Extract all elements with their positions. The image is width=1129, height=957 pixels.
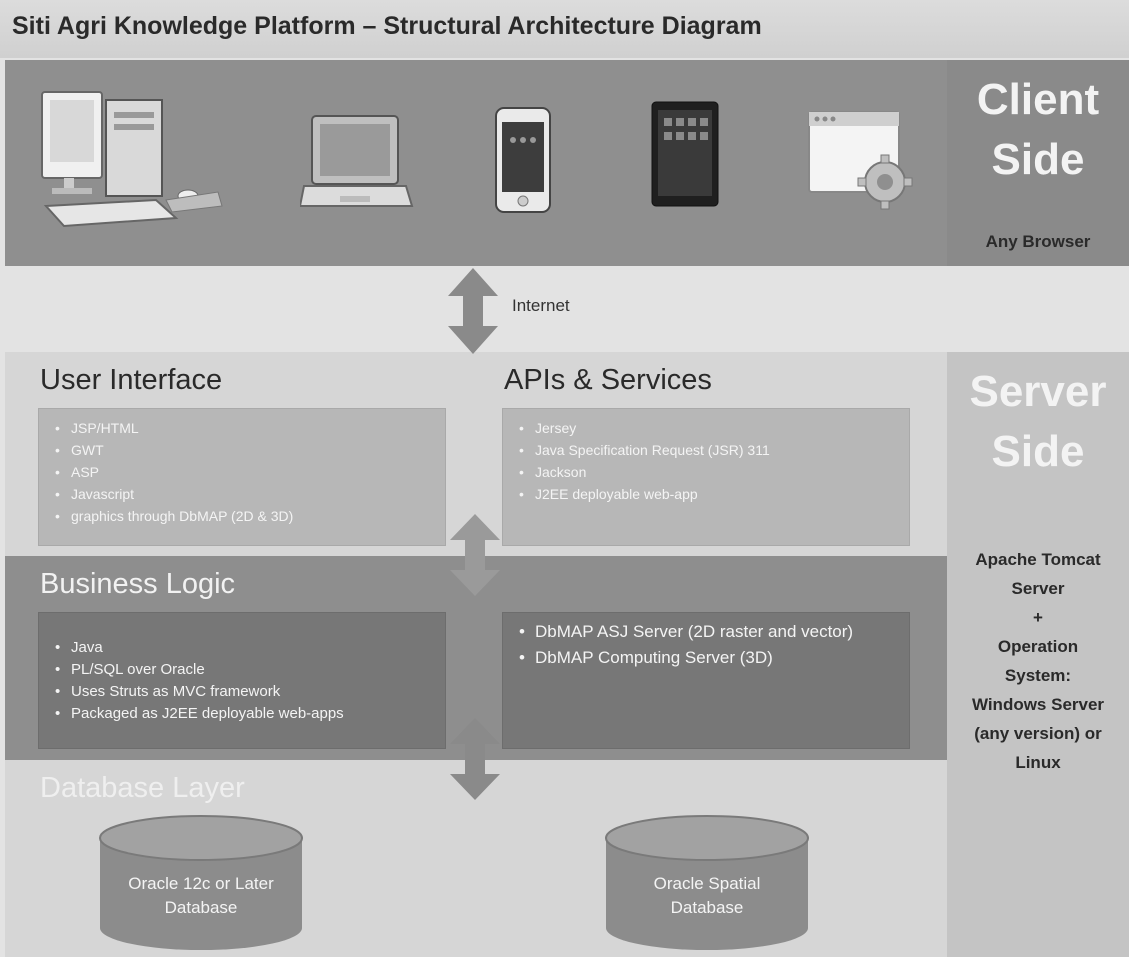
server-stack-line: Operation [997,637,1079,656]
list-item: Jackson [519,461,899,483]
server-stack-description: Apache Tomcat Server + Operation System:… [947,545,1129,777]
user-interface-box: JSP/HTML GWT ASP Javascript graphics thr… [38,408,446,546]
tablet-icon [651,101,719,207]
list-item: graphics through DbMAP (2D & 3D) [55,505,435,527]
list-item: ASP [55,461,435,483]
oracle-12c-database-label-line2: Database [164,898,238,917]
list-item: Java Specification Request (JSR) 311 [519,439,899,461]
business-logic-right-box: DbMAP ASJ Server (2D raster and vector) … [502,612,910,749]
apis-services-title: APIs & Services [504,364,712,396]
list-item: Packaged as J2EE deployable web-apps [55,703,435,725]
client-side-title-line1: Client [976,75,1100,124]
oracle-spatial-database-label-line1: Oracle Spatial [653,874,761,893]
server-stack-line: Server [1011,579,1065,598]
oracle-12c-database-cylinder-icon [99,815,303,950]
list-item: GWT [55,439,435,461]
client-side-label-panel: Client Side [947,60,1129,266]
server-stack-line: (any version) or [974,724,1102,743]
any-browser-label: Any Browser [985,232,1091,251]
diagram-title: Siti Agri Knowledge Platform – Structura… [12,12,762,40]
oracle-12c-database-label-line1: Oracle 12c or Later [128,874,274,893]
ui-business-double-arrow-icon [450,514,500,596]
client-side-title-line2: Side [991,135,1085,184]
user-interface-title: User Interface [40,364,223,396]
list-item: DbMAP Computing Server (3D) [519,645,899,671]
server-side-label-panel: Server Side [947,352,1129,957]
server-stack-line: Windows Server [971,695,1105,714]
list-item: DbMAP ASJ Server (2D raster and vector) [519,619,899,645]
smartphone-icon [495,107,551,213]
list-item: Java [55,637,435,659]
oracle-spatial-database-label: Oracle Spatial Database [604,872,810,920]
oracle-12c-database-label: Oracle 12c or Later Database [98,872,304,920]
internet-label: Internet [512,296,570,315]
list-item: PL/SQL over Oracle [55,659,435,681]
list-item: Jersey [519,417,899,439]
server-stack-line: Apache Tomcat [975,550,1101,569]
list-item: J2EE deployable web-app [519,483,899,505]
server-stack-line: Linux [1015,753,1061,772]
list-item: Javascript [55,483,435,505]
server-stack-line: System: [1004,666,1072,685]
business-logic-left-box: Java PL/SQL over Oracle Uses Struts as M… [38,612,446,749]
database-layer-title: Database Layer [40,772,245,804]
list-item: Uses Struts as MVC framework [55,681,435,703]
business-logic-title: Business Logic [40,568,236,600]
title-bar [0,0,1129,58]
list-item: JSP/HTML [55,417,435,439]
business-database-double-arrow-icon [450,718,500,800]
apis-services-box: Jersey Java Specification Request (JSR) … [502,408,910,546]
server-side-title-line2: Side [991,427,1085,476]
laptop-icon [300,115,414,207]
internet-double-arrow-icon [448,268,498,354]
oracle-spatial-database-label-line2: Database [670,898,744,917]
oracle-spatial-database-cylinder-icon [605,815,809,950]
browser-settings-icon [808,111,913,210]
server-stack-line: + [1033,608,1043,627]
desktop-computer-icon [41,91,223,228]
server-side-title-line1: Server [969,367,1107,416]
